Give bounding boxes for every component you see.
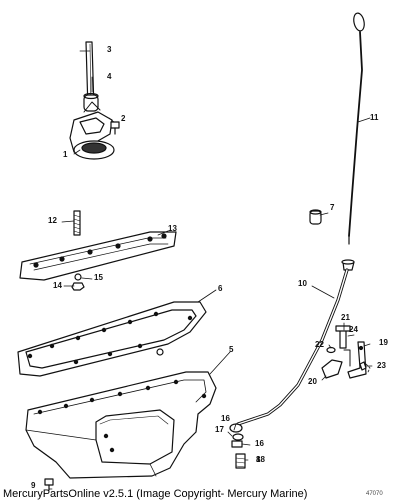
oil-pan bbox=[25, 371, 217, 479]
figure-number: 47070 bbox=[366, 491, 383, 497]
callout-14: 14 bbox=[53, 281, 62, 290]
tube-sleeve bbox=[83, 92, 99, 112]
stud bbox=[73, 210, 81, 236]
windage-tray bbox=[19, 231, 177, 281]
callout-13: 13 bbox=[168, 224, 177, 233]
callout-18: 18 bbox=[256, 455, 265, 464]
callout-24: 24 bbox=[349, 325, 358, 334]
callout-23: 23 bbox=[377, 361, 386, 370]
callout-4: 4 bbox=[107, 72, 112, 81]
tray-nut bbox=[71, 273, 85, 291]
callout-12: 12 bbox=[48, 216, 57, 225]
callout-11: 11 bbox=[370, 113, 379, 122]
callout-10: 10 bbox=[298, 279, 307, 288]
copyright-footer: MercuryPartsOnline v2.5.1 (Image Copyrig… bbox=[3, 488, 308, 500]
callout-16-lower: 16 bbox=[255, 439, 264, 448]
callout-15: 15 bbox=[94, 273, 103, 282]
callout-20: 20 bbox=[308, 377, 317, 386]
tube-fitting bbox=[229, 423, 244, 448]
oil-pan-gasket bbox=[17, 301, 207, 377]
callout-21: 21 bbox=[341, 313, 350, 322]
fitting-bolt bbox=[235, 453, 246, 469]
callout-3: 3 bbox=[107, 45, 112, 54]
leader-lines bbox=[48, 50, 373, 490]
pump-mounting-bolt bbox=[110, 121, 120, 135]
callout-7: 7 bbox=[330, 203, 335, 212]
callout-9: 9 bbox=[31, 481, 36, 490]
dipstick-tube-plug bbox=[309, 209, 322, 225]
callout-16-upper: 16 bbox=[221, 414, 230, 423]
callout-6: 6 bbox=[218, 284, 223, 293]
callout-17: 17 bbox=[215, 425, 224, 434]
callout-19: 19 bbox=[379, 338, 388, 347]
callout-8: 8 bbox=[256, 455, 261, 464]
oil-pump-assembly bbox=[69, 101, 115, 160]
callout-1: 1 bbox=[63, 150, 68, 159]
dipstick-tube bbox=[236, 259, 355, 426]
callout-2: 2 bbox=[121, 114, 126, 123]
dipstick bbox=[348, 12, 365, 245]
callout-5: 5 bbox=[229, 345, 234, 354]
tube-bracket bbox=[321, 325, 371, 379]
callout-22: 22 bbox=[315, 340, 324, 349]
